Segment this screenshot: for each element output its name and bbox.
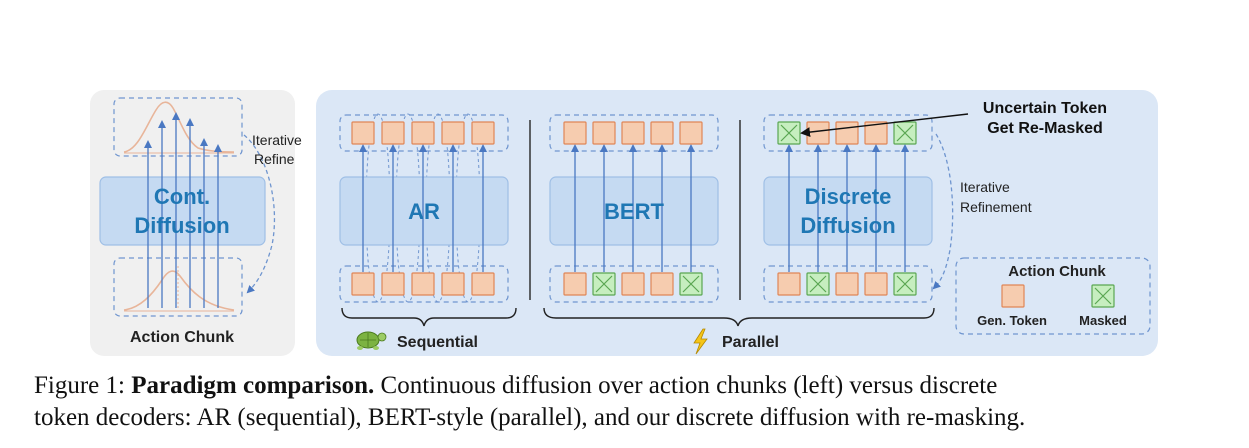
dd-output-tokens	[777, 121, 917, 145]
cont-diffusion-model-box	[99, 176, 266, 246]
token-gen	[351, 272, 375, 296]
legend-gen-swatch	[1001, 284, 1025, 308]
token-gen	[351, 121, 375, 145]
turtle-icon	[356, 331, 387, 350]
figure-caption: Figure 1: Paradigm comparison. Continuou…	[34, 370, 1224, 434]
token-gen	[621, 272, 645, 296]
token-masked	[806, 272, 830, 296]
iterative-refinement-arrow	[932, 133, 954, 290]
ar-input-tokens	[351, 272, 495, 296]
token-masked	[592, 272, 616, 296]
cont-diffusion-label-line1: Cont.	[154, 184, 210, 209]
discrete-decoders-panel	[316, 90, 1158, 356]
input-noise-box	[113, 257, 243, 317]
iterative-refine-label-line1: Iterative	[252, 132, 302, 148]
token-masked	[893, 272, 917, 296]
discrete-diffusion-column: Discrete Diffusion Uncertain Token Get R…	[763, 100, 1107, 303]
ar-arrows	[359, 144, 487, 272]
remask-callout-line2: Get Re-Masked	[987, 120, 1103, 137]
token-gen	[441, 272, 465, 296]
token-gen	[563, 272, 587, 296]
token-gen	[650, 121, 674, 145]
sequential-brace	[341, 307, 517, 327]
parallel-label: Parallel	[722, 334, 779, 351]
dd-arrows	[785, 144, 909, 272]
iterative-refine-arrow	[243, 134, 276, 294]
iterative-refinement-label-line2: Refinement	[960, 199, 1032, 215]
caption-bold: Paradigm comparison.	[131, 372, 375, 399]
token-gen	[471, 121, 495, 145]
cont-diffusion-label-line2: Diffusion	[134, 213, 229, 238]
legend-title: Action Chunk	[1008, 263, 1106, 280]
bert-column: BERT	[549, 114, 719, 303]
token-gen	[835, 121, 859, 145]
cont-diffusion-arrows	[144, 112, 222, 308]
parallel-brace	[543, 307, 935, 327]
token-gen	[592, 121, 616, 145]
legend-masked-label: Masked	[1079, 313, 1127, 328]
bert-output-tokens	[563, 121, 703, 145]
legend: Action Chunk Gen. Token Masked	[955, 257, 1151, 335]
iterative-refinement-label-line1: Iterative	[960, 179, 1010, 195]
token-masked	[679, 272, 703, 296]
dd-label-line2: Diffusion	[800, 213, 895, 238]
token-gen	[650, 272, 674, 296]
token-gen	[679, 121, 703, 145]
token-gen	[411, 272, 435, 296]
output-distribution-box	[113, 97, 243, 157]
ar-output-tokens	[351, 121, 495, 145]
token-gen	[777, 272, 801, 296]
token-masked	[777, 121, 801, 145]
caption-line1: Figure 1: Paradigm comparison. Continuou…	[34, 370, 1224, 402]
caption-rest: Continuous diffusion over action chunks …	[374, 372, 998, 399]
token-gen	[563, 121, 587, 145]
legend-gen-label: Gen. Token	[977, 313, 1047, 328]
ar-column: AR Sequential	[339, 113, 517, 351]
dd-model-box	[763, 176, 933, 246]
bert-input-tokens	[563, 272, 703, 296]
token-masked	[893, 121, 917, 145]
remask-callout-arrow	[800, 113, 969, 138]
input-distribution-curve	[123, 270, 235, 311]
token-gen	[864, 121, 888, 145]
sequential-label: Sequential	[397, 334, 478, 351]
token-gen	[471, 272, 495, 296]
legend-box	[955, 257, 1151, 335]
token-gen	[864, 272, 888, 296]
token-gen	[621, 121, 645, 145]
token-gen	[411, 121, 435, 145]
continuous-diffusion-panel: Cont. Diffusion Iterative Refine Action …	[90, 90, 302, 356]
token-gen	[381, 272, 405, 296]
token-gen	[835, 272, 859, 296]
remask-callout-line1: Uncertain Token	[983, 100, 1107, 117]
bert-arrows	[571, 144, 695, 272]
output-distribution-curve	[123, 101, 235, 153]
dd-label-line1: Discrete	[805, 184, 892, 209]
caption-line2: token decoders: AR (sequential), BERT-st…	[34, 404, 1026, 431]
ar-model-box	[339, 176, 509, 246]
legend-masked-swatch	[1091, 284, 1115, 308]
dd-input-tokens	[777, 272, 917, 296]
bert-label: BERT	[604, 199, 664, 224]
action-chunk-label: Action Chunk	[130, 329, 234, 346]
ar-label: AR	[408, 199, 440, 224]
token-gen	[381, 121, 405, 145]
token-gen	[806, 121, 830, 145]
lightning-icon	[693, 328, 708, 355]
token-gen	[441, 121, 465, 145]
caption-prefix: Figure 1:	[34, 372, 132, 399]
bert-model-box	[549, 176, 719, 246]
iterative-refine-label-line2: Refine	[254, 151, 295, 167]
